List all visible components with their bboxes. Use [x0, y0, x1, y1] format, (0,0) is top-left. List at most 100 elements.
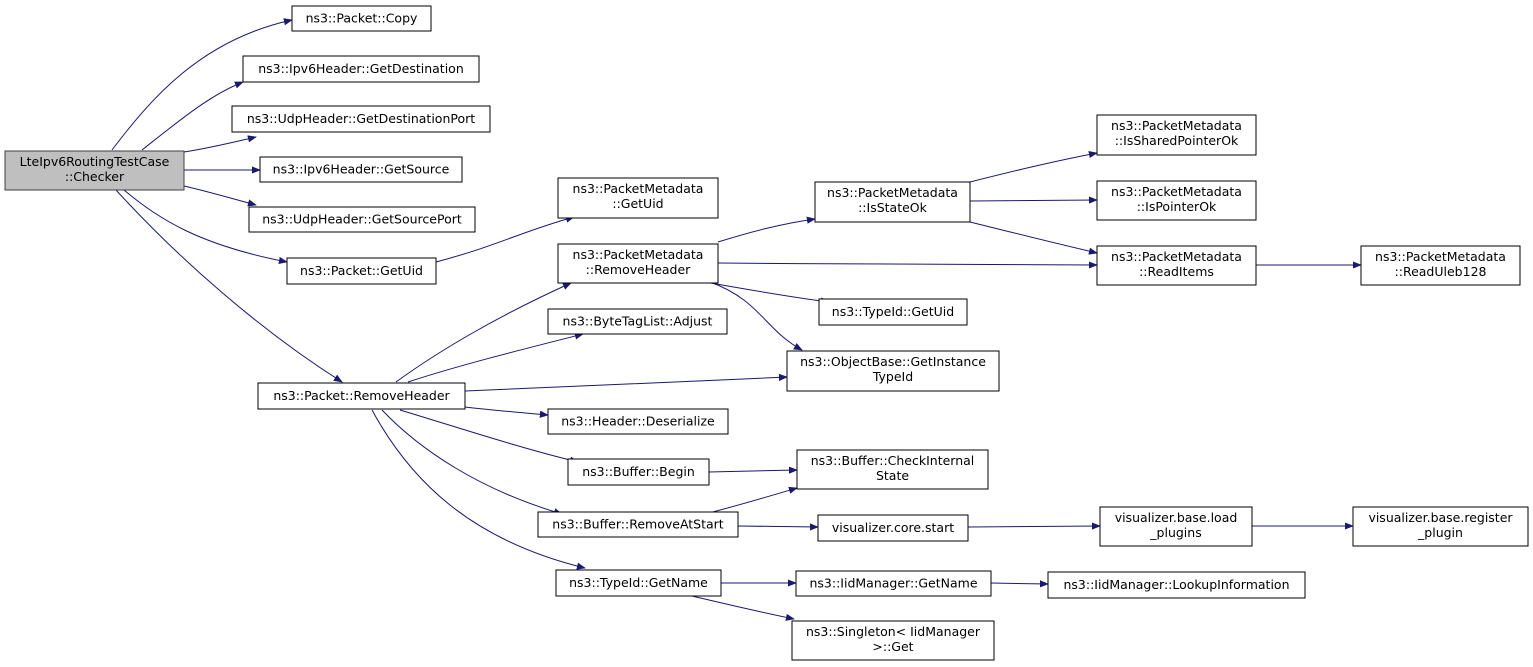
edge-pm-removeheader-pm-isstateok [717, 216, 816, 243]
node-pm-readitems[interactable]: ns3::PacketMetadata ::ReadItems [1096, 245, 1257, 286]
node-buffer-begin[interactable]: ns3::Buffer::Begin [567, 458, 710, 486]
node-label-line: ns3::PacketMetadata [1111, 184, 1242, 199]
node-label-line: ns3::UdpHeader::GetSourcePort [262, 212, 462, 227]
node-bytetaglist-adjust[interactable]: ns3::ByteTagList::Adjust [547, 308, 728, 335]
edge-packet-removeheader-buffer-removeatstart [381, 409, 563, 516]
node-label-line: ns3::Buffer::RemoveAtStart [552, 517, 724, 532]
node-viz-base-registerplugin[interactable]: visualizer.base.register _plugin [1352, 506, 1529, 547]
edge-packet-removeheader-pm-removeheader [395, 282, 572, 383]
node-pm-readuleb128[interactable]: ns3::PacketMetadata ::ReadUleb128 [1360, 245, 1521, 286]
edge-root-udp-getsourceport [183, 185, 257, 207]
node-label-line: ns3::IidManager::LookupInformation [1063, 577, 1289, 592]
node-label-line: _plugins [1149, 525, 1201, 540]
node-label-line: ns3::Buffer::CheckInternal [811, 453, 975, 468]
node-label-line: visualizer.core.start [832, 520, 954, 535]
edge-pm-isstateok-pm-ispointerok [969, 196, 1098, 204]
node-label-line: ns3::PacketMetadata [1111, 118, 1242, 133]
node-label-line: ns3::Singleton< IidManager [806, 624, 981, 639]
node-label-line: >::Get [872, 639, 913, 654]
node-label-line: ::RemoveHeader [586, 262, 692, 277]
edge-packet-removeheader-header-deserialize [464, 406, 549, 418]
edge-buffer-removeatstart-viz-core-start [737, 523, 819, 531]
node-label-line: ns3::Ipv6Header::GetDestination [258, 61, 464, 76]
node-packet-copy[interactable]: ns3::Packet::Copy [291, 5, 432, 32]
edge-root-ipv6-getdest [141, 81, 244, 151]
node-label-line: ::GetUid [612, 196, 663, 211]
edge-buffer-removeatstart-checkinternal [704, 486, 798, 515]
edge-pm-removeheader-pm-readitems [717, 261, 1098, 269]
node-label-line: ::ReadItems [1139, 264, 1214, 279]
edge-iid-getname-lookupinformation [990, 580, 1049, 588]
node-pm-removeheader[interactable]: ns3::PacketMetadata ::RemoveHeader [557, 243, 719, 284]
node-ipv6-getdestination[interactable]: ns3::Ipv6Header::GetDestination [242, 55, 480, 83]
node-label-line: ::IsPointerOk [1137, 199, 1217, 214]
node-ipv6-getsource[interactable]: ns3::Ipv6Header::GetSource [259, 156, 463, 183]
node-typeid-getname[interactable]: ns3::TypeId::GetName [555, 569, 722, 597]
node-label-line: ns3::Header::Deserialize [561, 414, 715, 429]
edge-pm-removeheader-typeid-getuid [704, 281, 830, 305]
node-label-line: ns3::UdpHeader::GetDestinationPort [247, 111, 475, 126]
node-label-line: State [876, 468, 909, 483]
node-pm-getuid[interactable]: ns3::PacketMetadata ::GetUid [557, 177, 719, 219]
node-root-checker[interactable]: LteIpv6RoutingTestCase ::Checker [4, 150, 185, 191]
edge-pm-isstateok-pm-readitems [961, 219, 1098, 255]
nodes: LteIpv6RoutingTestCase ::Checker ns3::Pa… [4, 5, 1529, 661]
edge-packet-removeheader-objectbase [464, 373, 788, 392]
edge-root-packet-copy [111, 18, 293, 151]
node-label-line: visualizer.base.load [1115, 510, 1238, 525]
edge-typeid-getname-singleton-get [691, 595, 795, 621]
edge-pm-isstateok-pm-issharedpointerok [969, 150, 1098, 183]
edge-root-packet-removeheader [115, 189, 343, 383]
node-packet-getuid[interactable]: ns3::Packet::GetUid [286, 257, 437, 285]
node-label-line: ns3::TypeId::GetUid [832, 304, 954, 319]
edge-root-udp-getdestport [183, 135, 257, 153]
node-label-line: ns3::Ipv6Header::GetSource [273, 162, 450, 177]
node-buffer-removeatstart[interactable]: ns3::Buffer::RemoveAtStart [537, 511, 739, 538]
node-objectbase-getinstancetypeid[interactable]: ns3::ObjectBase::GetInstance TypeId [786, 350, 1000, 392]
node-label-line: ::ReadUleb128 [1395, 264, 1487, 279]
node-label-line: ns3::PacketMetadata [827, 185, 958, 200]
node-typeid-getuid[interactable]: ns3::TypeId::GetUid [818, 298, 968, 326]
node-viz-core-start[interactable]: visualizer.core.start [817, 514, 969, 542]
node-label-line: ns3::IidManager::GetName [809, 576, 977, 591]
edge-viz-core-start-load-plugins [967, 522, 1101, 530]
node-label-line: ::IsSharedPointerOk [1115, 133, 1239, 148]
node-label-line: ::IsStateOk [858, 200, 928, 215]
node-label-line: LteIpv6RoutingTestCase [20, 154, 170, 169]
node-pm-isstateok[interactable]: ns3::PacketMetadata ::IsStateOk [814, 181, 971, 223]
node-label-line: ns3::PacketMetadata [1375, 249, 1506, 264]
node-label-line: ns3::ObjectBase::GetInstance [800, 354, 986, 369]
node-label-line: ns3::Packet::GetUid [300, 263, 423, 278]
edge-root-packet-getuid [123, 189, 288, 264]
node-iid-getname[interactable]: ns3::IidManager::GetName [795, 570, 992, 597]
node-label-line: ns3::Packet::Copy [306, 11, 418, 26]
node-singleton-get[interactable]: ns3::Singleton< IidManager >::Get [791, 620, 995, 661]
edge-buffer-begin-checkinternal [708, 466, 798, 474]
node-pm-ispointerok[interactable]: ns3::PacketMetadata ::IsPointerOk [1096, 180, 1257, 221]
node-label-line: ns3::PacketMetadata [573, 247, 704, 262]
node-label-line: ns3::ByteTagList::Adjust [563, 314, 713, 329]
node-label-line: TypeId [872, 369, 913, 384]
node-udp-getsourceport[interactable]: ns3::UdpHeader::GetSourcePort [248, 206, 476, 233]
edge-packet-removeheader-buffer-begin [399, 409, 579, 464]
node-label-line: ns3::PacketMetadata [1111, 249, 1242, 264]
edges [111, 18, 1362, 621]
edge-packet-removeheader-bytetaglist-adjust [407, 332, 584, 383]
node-viz-base-loadplugins[interactable]: visualizer.base.load _plugins [1099, 506, 1253, 547]
edge-packet-removeheader-typeid-getname [371, 409, 586, 570]
node-label-line: visualizer.base.register [1368, 510, 1513, 525]
node-label-line: ::Checker [65, 169, 125, 184]
node-pm-issharedpointerok[interactable]: ns3::PacketMetadata ::IsSharedPointerOk [1096, 114, 1257, 156]
node-header-deserialize[interactable]: ns3::Header::Deserialize [547, 408, 729, 435]
node-label-line: _plugin [1417, 525, 1463, 540]
node-label-line: ns3::Buffer::Begin [582, 464, 695, 479]
node-udp-getdestinationport[interactable]: ns3::UdpHeader::GetDestinationPort [231, 105, 491, 133]
node-buffer-checkinternalstate[interactable]: ns3::Buffer::CheckInternal State [796, 449, 989, 490]
node-iid-lookupinformation[interactable]: ns3::IidManager::LookupInformation [1047, 571, 1306, 599]
node-label-line: ns3::PacketMetadata [573, 181, 704, 196]
node-packet-removeheader[interactable]: ns3::Packet::RemoveHeader [257, 382, 466, 410]
node-label-line: ns3::TypeId::GetName [569, 575, 708, 590]
edge-packet-getuid-pm-getuid [435, 215, 575, 263]
node-label-line: ns3::Packet::RemoveHeader [273, 388, 450, 403]
